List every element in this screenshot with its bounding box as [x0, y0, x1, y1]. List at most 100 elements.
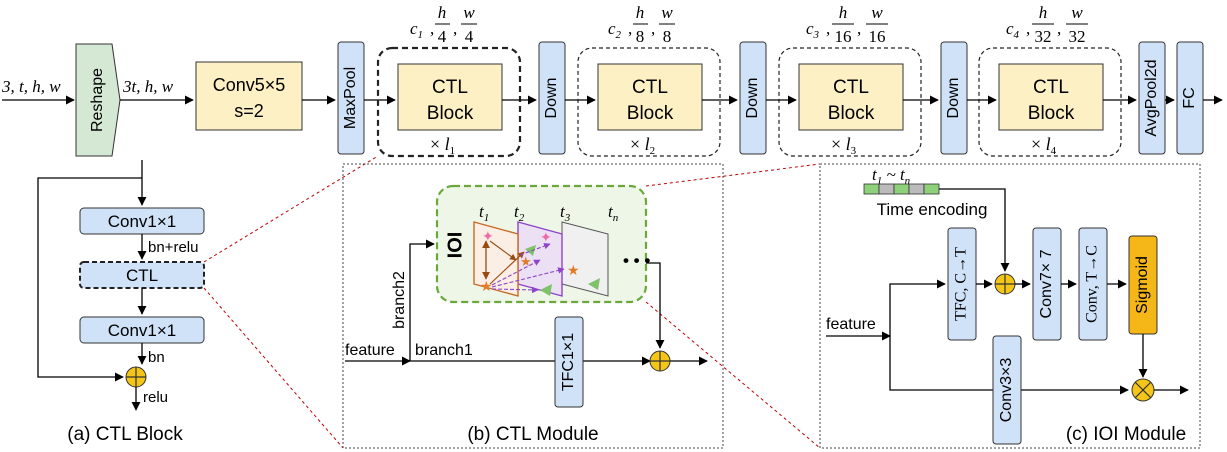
- panel-b-t2-label: t2: [514, 202, 525, 224]
- stage-3-w-den: 16: [869, 27, 886, 46]
- panel-c-multiply-icon: [1131, 378, 1155, 402]
- conv5x5-label: Conv5×5: [213, 75, 286, 95]
- panel-b-branch2-label: branch2: [391, 271, 408, 329]
- stage-1-h-num: h: [438, 3, 447, 22]
- panel-c-add-icon: [994, 273, 1016, 295]
- panel-b-star-pink-1: ✦: [482, 228, 494, 244]
- panel-a-conv2-label: Conv1×1: [108, 321, 177, 340]
- panel-b-caption: (b) CTL Module: [467, 424, 598, 445]
- stage-1-repeat: × l1: [430, 134, 455, 157]
- panel-b-feature-label: feature: [345, 342, 395, 359]
- stage-4-w-num: w: [1071, 3, 1083, 22]
- down-block-1: [538, 41, 566, 155]
- panel-c-frame: [819, 163, 1201, 449]
- panel-a-ctl-label: CTL: [126, 266, 158, 285]
- stage-3-comma: ,: [826, 19, 830, 38]
- stage-2-w-num: w: [661, 3, 673, 22]
- stage-1-channel: c1: [410, 19, 423, 41]
- stage-4-h-den: 32: [1035, 27, 1052, 46]
- panel-a-caption: (a) CTL Block: [67, 424, 183, 445]
- stage-1-w-den: 4: [465, 27, 474, 46]
- ctl-stage-3: c3 , h 16 , w 16 CTL Block × l3: [778, 3, 922, 157]
- stage-1-ctl-block: [397, 63, 503, 131]
- panel-a-ctl-block: Conv1×1 bn+relu CTL Conv1×1 bn relu (a) …: [37, 160, 205, 445]
- stage-4-repeat: × l4: [1031, 134, 1057, 157]
- stage-3-block-label: Block: [828, 103, 875, 124]
- panel-b-branch1-label: branch1: [415, 342, 473, 359]
- stage-1-h-den: 4: [438, 27, 447, 46]
- reshape-output-label: 3t, h, w: [122, 77, 174, 96]
- stage-3-h-den: 16: [835, 27, 852, 46]
- panel-b-tn-label: tn: [608, 202, 619, 224]
- panel-c-conv-tc-label: Conv, T→C: [1084, 245, 1101, 323]
- stage-2-channel: c2: [608, 19, 622, 41]
- stage-2-h-num: h: [636, 3, 645, 22]
- ctl-stage-1: c1 , h 4 , w 4 CTL Block × l1: [376, 3, 522, 158]
- ctl-stage-2: c2 , h 8 , w 8 CTL Block × l2: [577, 3, 721, 157]
- panel-b-t1-label: t1: [479, 202, 489, 224]
- stage-1-block-label: Block: [427, 103, 474, 124]
- down-label-2: Down: [744, 78, 761, 119]
- panel-b-tfc-block: [554, 316, 584, 408]
- zoom-line-a-top: [203, 155, 379, 263]
- panel-c-time-strip: [863, 183, 940, 195]
- panel-b-ioi-label: IOI: [444, 232, 466, 259]
- panel-b-frame: [342, 163, 724, 449]
- fc-block: [1176, 41, 1204, 155]
- stage-3-h-num: h: [839, 3, 848, 22]
- zoom-line-ioi-top: [645, 163, 821, 187]
- panel-b-triangle-1: [525, 245, 536, 256]
- zoom-line-ioi-bottom: [645, 301, 821, 449]
- zoom-line-a-bottom: [203, 287, 344, 449]
- stage-1-ctl-label: CTL: [432, 77, 468, 98]
- panel-c-feature-label: feature: [826, 316, 876, 333]
- avgpool-label: AvgPool2d: [1143, 59, 1160, 136]
- down-block-2: [739, 41, 767, 155]
- stage-3-ctl-label: CTL: [833, 77, 869, 98]
- ctl-stage-4: c4 , h 32 , w 32 CTL Block × l4: [978, 3, 1122, 157]
- stage-4-ctl-block: [998, 63, 1104, 131]
- stage-4-ctl-label: CTL: [1033, 77, 1069, 98]
- panel-c-conv7-label: Conv7× 7: [1038, 249, 1055, 318]
- stage-2-block-label: Block: [627, 103, 674, 124]
- panel-c-sigmoid-label: Sigmoid: [1134, 256, 1151, 314]
- down-label-1: Down: [543, 78, 560, 119]
- fc-label: FC: [1181, 87, 1198, 108]
- stage-3-dashed-frame: [778, 47, 922, 157]
- panel-c-conv3-block: [992, 335, 1022, 445]
- stage-4-w-den: 32: [1069, 27, 1086, 46]
- stage-4-dashed-frame: [978, 47, 1122, 157]
- stage-2-comma: ,: [628, 19, 632, 38]
- panel-b-star-orange-3: ★: [567, 262, 580, 278]
- stage-1-dashed-frame: [376, 46, 522, 158]
- input-shape-label: 3, t, h, w: [1, 77, 61, 96]
- conv5x5-block: [195, 61, 303, 131]
- stage-1-comma2: ,: [453, 19, 457, 38]
- panel-b-star-orange-1: ★: [480, 278, 493, 294]
- stage-2-ctl-block: [597, 63, 703, 131]
- stage-2-dashed-frame: [577, 47, 721, 157]
- stage-4-block-label: Block: [1028, 103, 1075, 124]
- stage-2-ctl-label: CTL: [632, 77, 668, 98]
- panel-b-add-icon: [649, 350, 671, 372]
- panel-b-triangle-2: [540, 284, 552, 296]
- stage-4-h-num: h: [1039, 3, 1048, 22]
- panel-b-triangle-3: [588, 278, 600, 290]
- panel-b-ellipsis: • • •: [623, 251, 650, 270]
- maxpool-block: [337, 41, 365, 155]
- maxpool-label: MaxPool: [342, 67, 359, 129]
- panel-a-add-icon: [125, 366, 147, 388]
- panel-a-bnrelu-label: bn+relu: [148, 239, 198, 256]
- stage-3-repeat: × l3: [831, 134, 857, 157]
- panel-b-star-pink-2: ✦: [540, 229, 552, 245]
- stage-3-w-num: w: [871, 3, 883, 22]
- panel-c-ioi-module: t1 ~ tn Time encoding feature TFC, C→T C…: [819, 163, 1201, 449]
- stage-2-w-den: 8: [663, 27, 672, 46]
- panel-a-relu-label: relu: [143, 389, 168, 406]
- conv5x5-stride-label: s=2: [234, 101, 264, 121]
- stage-3-channel: c3: [806, 19, 820, 41]
- panel-b-star-orange-2: ★: [520, 254, 532, 269]
- stage-4-comma2: ,: [1057, 19, 1061, 38]
- panel-c-time-label: Time encoding: [877, 200, 988, 219]
